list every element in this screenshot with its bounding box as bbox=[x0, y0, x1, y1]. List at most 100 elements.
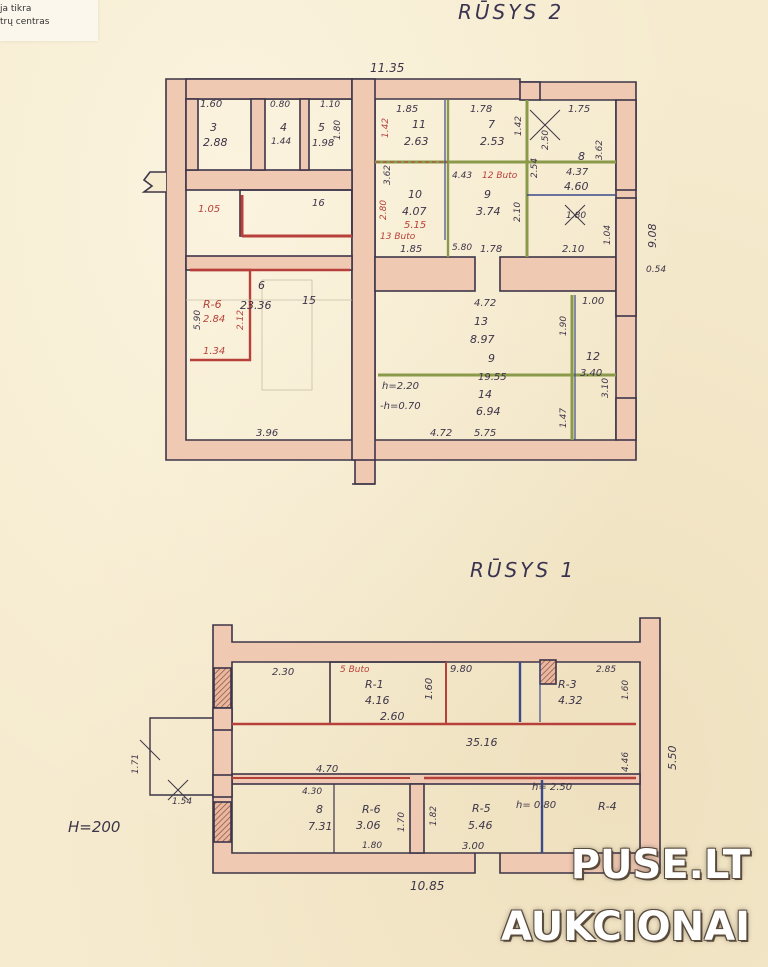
room-5-width: 1.10 bbox=[320, 100, 340, 110]
bottom-dim-470: 4.70 bbox=[316, 764, 338, 775]
dim-210b: 2.10 bbox=[562, 244, 584, 255]
bottom-room-8-area: 7.31 bbox=[308, 820, 333, 833]
dim-590: 5.90 bbox=[193, 310, 203, 330]
wall-block bbox=[185, 169, 353, 191]
bottom-room-r5-width: 3.00 bbox=[462, 841, 484, 852]
wall-block bbox=[250, 98, 266, 171]
room-9-area: 3.74 bbox=[476, 205, 501, 218]
room-7-depth: 1.42 bbox=[514, 116, 524, 136]
room-7-width: 1.78 bbox=[470, 104, 492, 115]
room-r6-label: R-6 bbox=[203, 298, 222, 311]
watermark-line2: AUKCIONAI bbox=[501, 904, 750, 950]
bottom-dim-171: 1.71 bbox=[131, 754, 141, 774]
hatch-line bbox=[167, 779, 189, 801]
room-9-width: 1.78 bbox=[480, 244, 502, 255]
dim-right-depth: 9.08 bbox=[646, 224, 659, 249]
bottom-partitions bbox=[139, 662, 636, 853]
room-14-sub-id: 9 bbox=[488, 352, 495, 365]
wall-block bbox=[615, 397, 637, 441]
dim-575: 5.75 bbox=[474, 428, 496, 439]
bottom-room-r3-id: R-3 bbox=[558, 678, 577, 691]
entry-porch bbox=[149, 717, 213, 796]
room-11-depth: 1.42 bbox=[381, 118, 391, 138]
source-label: ja tikra trų centras bbox=[0, 0, 98, 41]
bottom-dim-230: 2.30 bbox=[272, 667, 294, 678]
dim-104: 1.04 bbox=[603, 225, 613, 245]
room-11-area: 2.63 bbox=[404, 135, 429, 148]
room-8-id: 8 bbox=[578, 150, 585, 163]
wall-block bbox=[299, 98, 310, 171]
bottom-plan-outer-wall bbox=[212, 617, 661, 874]
dim-580: 5.80 bbox=[452, 243, 472, 253]
wall-block bbox=[615, 99, 637, 191]
hatched-wall bbox=[539, 659, 557, 685]
room-14-id: 14 bbox=[478, 388, 492, 401]
dim-180: 1.80 bbox=[566, 211, 586, 221]
bottom-room-r1-depth: 1.60 bbox=[424, 678, 435, 700]
room-8-area: 4.60 bbox=[564, 180, 589, 193]
room-8-width: 1.75 bbox=[568, 104, 590, 115]
room-10-alt-area: 5.15 bbox=[404, 220, 426, 231]
room-14-sub-area: 19.55 bbox=[478, 372, 507, 383]
bottom-room-r1-id: R-1 bbox=[365, 678, 384, 691]
dim-443: 4.43 bbox=[452, 171, 472, 181]
source-label-line1: ja tikra bbox=[0, 4, 32, 14]
dim-250: 2.50 bbox=[541, 130, 551, 150]
wall-block bbox=[185, 255, 353, 271]
wall-block bbox=[519, 81, 541, 101]
room-4-area: 1.44 bbox=[271, 137, 291, 147]
room-13-width: 4.72 bbox=[474, 298, 496, 309]
bottom-dim-154: 1.54 bbox=[172, 797, 192, 807]
room-15-id: 15 bbox=[302, 294, 316, 307]
bottom-room-r4-id: R-4 bbox=[598, 800, 617, 813]
title-basement-1: RŪSYS 1 bbox=[470, 558, 577, 582]
wall-block bbox=[499, 256, 617, 292]
dim-h1: h=2.20 bbox=[382, 381, 419, 392]
room-10-width: 1.85 bbox=[400, 244, 422, 255]
bottom-room-r1-area: 4.16 bbox=[365, 694, 390, 707]
room-3-id: 3 bbox=[210, 121, 217, 134]
bottom-dim-550: 5.50 bbox=[666, 746, 679, 771]
entry-porch-wall bbox=[212, 774, 233, 798]
room-16-id: 16 bbox=[312, 198, 325, 209]
wall-block bbox=[409, 783, 425, 854]
room-10-note: 13 Buto bbox=[380, 232, 416, 242]
top-plan bbox=[141, 78, 637, 485]
room-9-id: 9 bbox=[484, 188, 491, 201]
bottom-plan bbox=[149, 617, 661, 874]
room-11-width: 1.85 bbox=[396, 104, 418, 115]
top-plan-labels: 11.35 1.60 3 2.88 0.80 4 1.44 1.10 5 1.9… bbox=[193, 61, 666, 439]
pencil-box bbox=[261, 279, 313, 391]
hatch-line bbox=[529, 109, 561, 141]
wall-block bbox=[185, 98, 199, 171]
room-6-id: 6 bbox=[258, 279, 265, 292]
bottom-corridor-length: 35.16 bbox=[466, 736, 498, 749]
bottom-room-r1-width: 2.60 bbox=[380, 710, 405, 723]
room-7-area: 2.53 bbox=[480, 135, 505, 148]
wall-block bbox=[615, 197, 637, 317]
dim-362: 3.62 bbox=[383, 165, 393, 185]
dim-105: 1.05 bbox=[198, 204, 220, 215]
room-12-width: 1.00 bbox=[582, 296, 604, 307]
entry-porch-wall bbox=[212, 707, 233, 731]
bottom-room-r6-area: 3.06 bbox=[356, 819, 381, 832]
room-14-area: 6.94 bbox=[476, 405, 501, 418]
wall-block bbox=[351, 78, 376, 461]
room-r6-area: 2.84 bbox=[203, 314, 225, 325]
bottom-room-8-id: 8 bbox=[316, 803, 323, 816]
hatched-wall bbox=[213, 801, 232, 843]
wall-block bbox=[185, 78, 353, 100]
bottom-dim-430: 4.30 bbox=[302, 787, 322, 797]
room-5-area: 1.98 bbox=[312, 138, 334, 149]
room-3-width: 1.60 bbox=[200, 99, 222, 110]
dim-212: 2.12 bbox=[236, 310, 246, 330]
watermark-line1: PUSE.LT bbox=[570, 842, 750, 888]
room-13-id: 13 bbox=[474, 315, 488, 328]
room-7-id: 7 bbox=[488, 118, 495, 131]
bottom-height-note: H=200 bbox=[68, 818, 120, 836]
bottom-dim-170: 1.70 bbox=[397, 812, 407, 832]
bottom-room-r5-area: 5.46 bbox=[468, 819, 493, 832]
bottom-room-r3-depth: 1.60 bbox=[621, 680, 631, 700]
bottom-dim-h250: h= 2.50 bbox=[532, 782, 572, 793]
